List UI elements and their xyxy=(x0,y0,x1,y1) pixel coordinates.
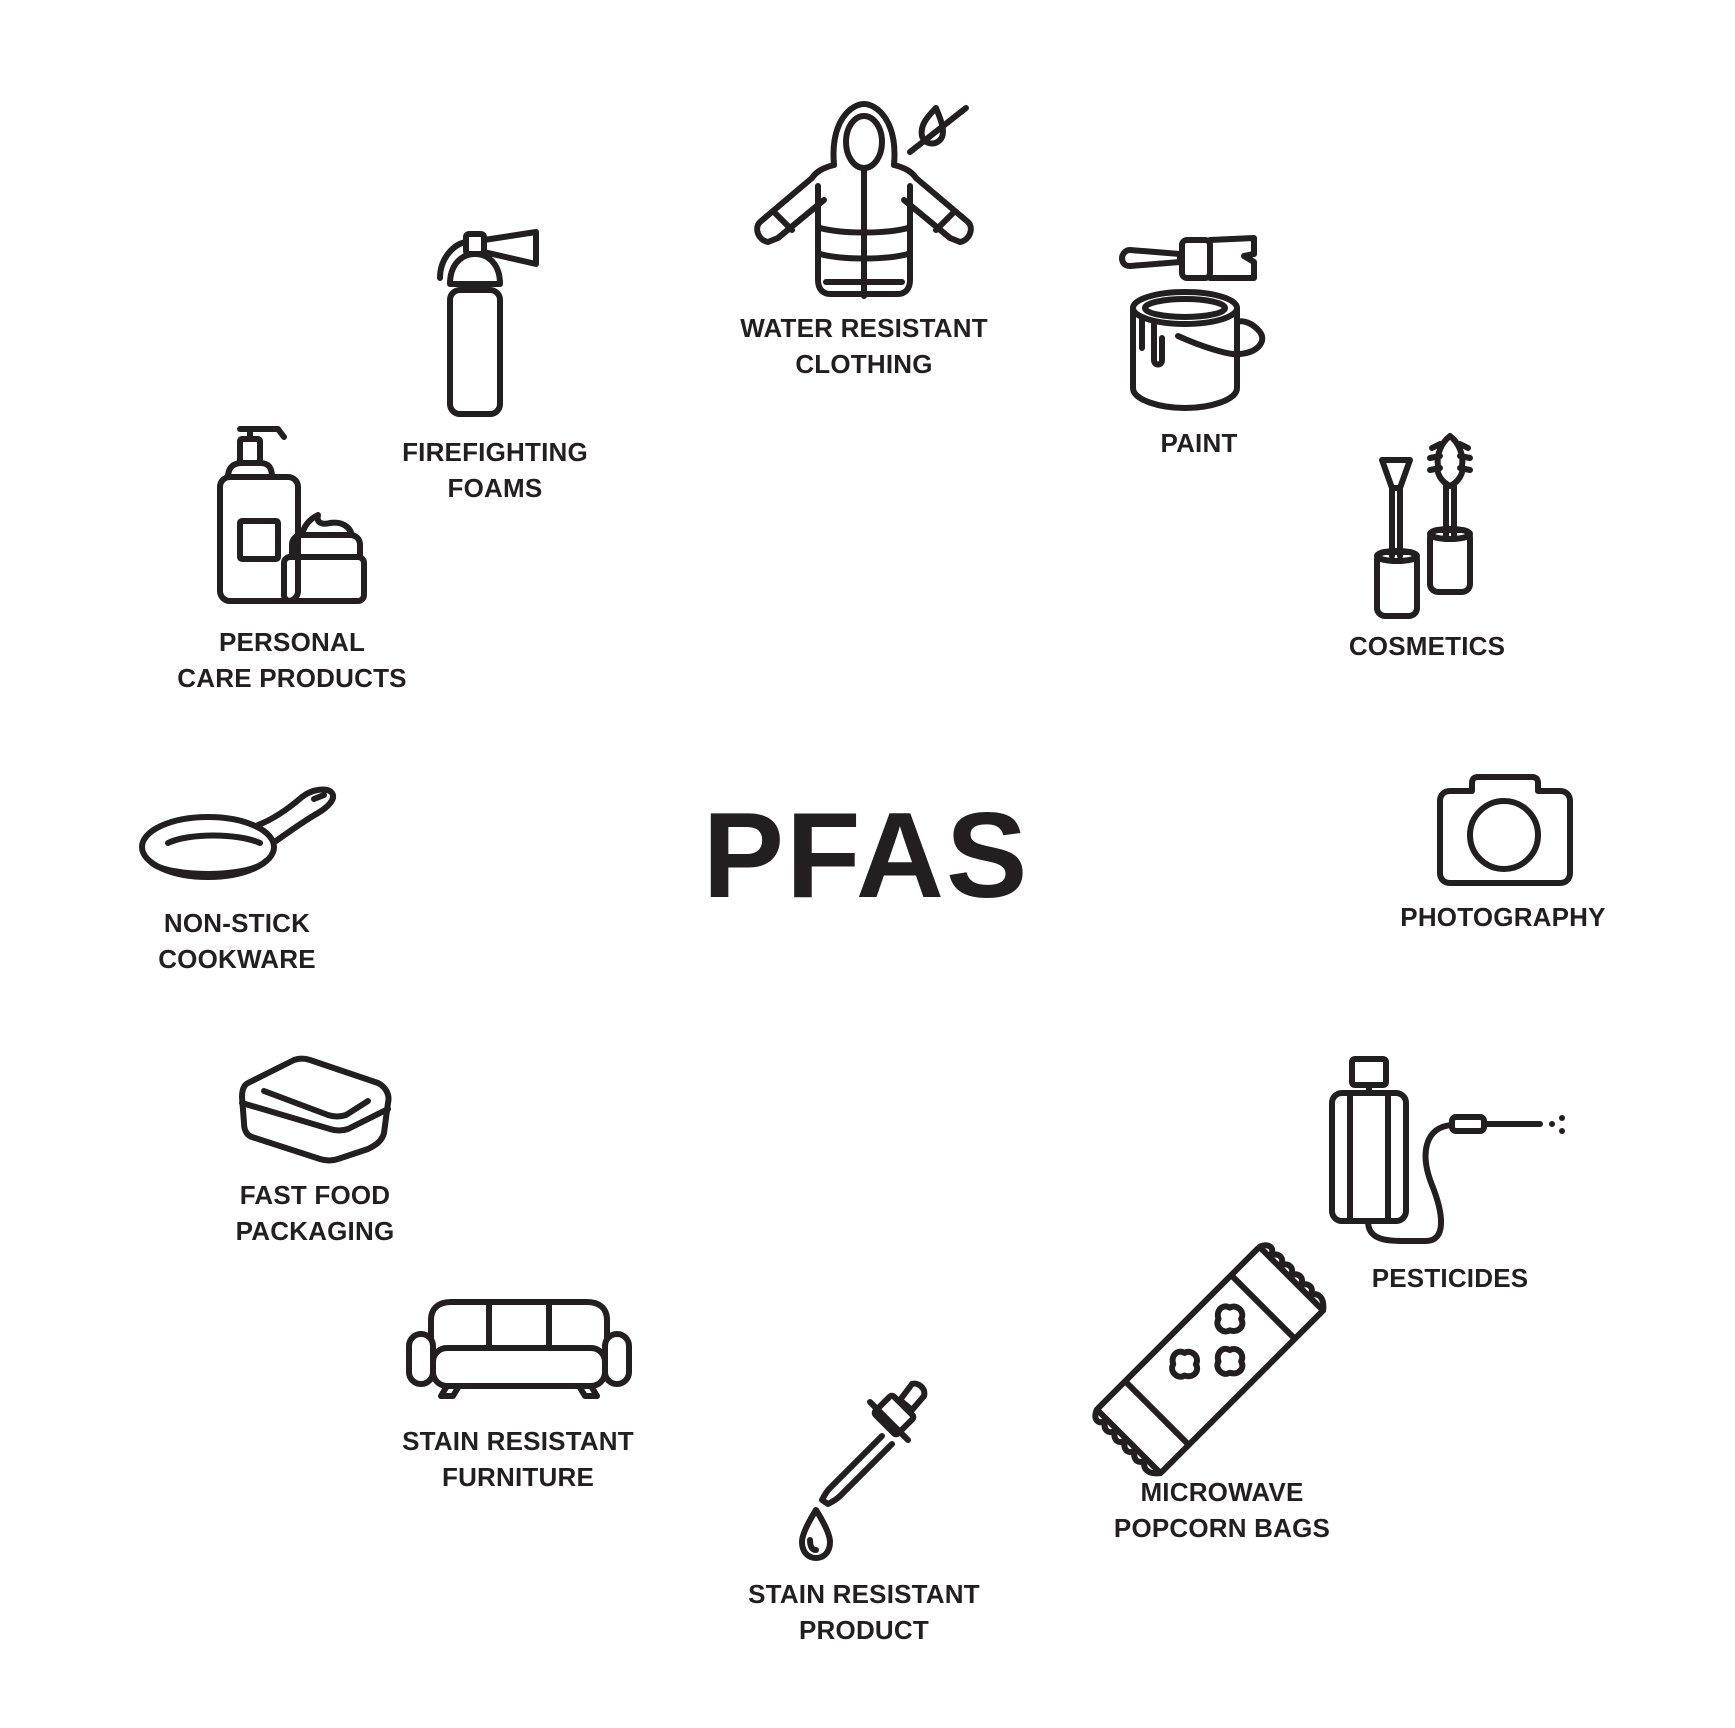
label-photography: PHOTOGRAPHY xyxy=(1400,902,1606,932)
label-microwave-popcorn-bags: MICROWAVE POPCORN BAGS xyxy=(1113,1477,1331,1543)
food-container-icon xyxy=(238,1055,393,1164)
popcorn-bag-icon xyxy=(1092,1242,1327,1477)
cosmetics-mascara-icon xyxy=(1372,432,1482,622)
pesticide-sprayer-icon xyxy=(1328,1055,1578,1245)
sofa-icon xyxy=(405,1298,633,1399)
label-stain-resistant-product: STAIN RESISTANT PRODUCT xyxy=(748,1579,980,1645)
lotion-bottle-icon xyxy=(217,425,368,605)
label-water-resistant-clothing: WATER RESISTANT CLOTHING xyxy=(740,313,988,379)
hooded-jacket-icon xyxy=(752,100,977,300)
label-non-stick-cookware: NON-STICK COOKWARE xyxy=(158,908,316,974)
label-cosmetics: COSMETICS xyxy=(1348,631,1506,661)
camera-icon xyxy=(1437,774,1573,886)
label-stain-resistant-furniture: STAIN RESISTANT FURNITURE xyxy=(402,1426,634,1492)
dropper-icon xyxy=(799,1380,940,1561)
label-fast-food-packaging: FAST FOOD PACKAGING xyxy=(235,1180,395,1246)
paint-can-brush-icon xyxy=(1119,228,1280,411)
frying-pan-icon xyxy=(138,785,338,885)
label-paint: PAINT xyxy=(1160,428,1238,458)
fire-extinguisher-icon xyxy=(436,228,556,418)
label-personal-care-products: PERSONAL CARE PRODUCTS xyxy=(177,627,407,693)
label-firefighting-foams: FIREFIGHTING FOAMS xyxy=(402,437,588,503)
label-pesticides: PESTICIDES xyxy=(1371,1263,1529,1293)
center-title-pfas: PFAS xyxy=(702,787,1030,923)
